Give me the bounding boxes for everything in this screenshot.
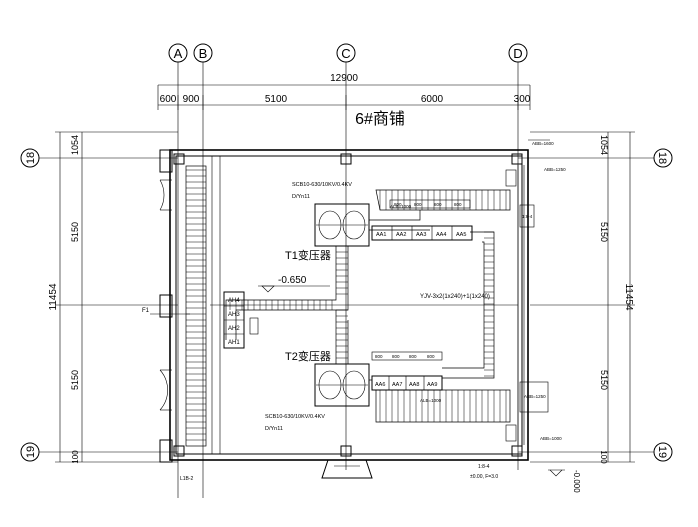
- level-mark: -0.650: [258, 275, 330, 293]
- t1-label: T1变压器: [285, 248, 331, 262]
- dim-seg-5: 300: [514, 94, 531, 105]
- t1-spec: SCB10-630/10KV/0.4KV: [292, 182, 352, 188]
- hv-panel-3: AH2: [228, 326, 240, 332]
- right-dim-2: 5150: [599, 222, 609, 242]
- right-dim-4: 100: [599, 450, 608, 464]
- lv-bottom-small-3: 800: [409, 354, 417, 359]
- bottom-notes: L1B-2 1:8-4 ±0.00, F=3.0 -0.000: [180, 464, 581, 493]
- lv-bottom-3: AA8: [409, 382, 419, 388]
- hv-panel-1: AH4: [228, 298, 240, 304]
- right-label-4: ABB=1000: [540, 436, 562, 441]
- lv-bottom-small-1: 800: [375, 354, 383, 359]
- transformer-t2: T2变压器 SCB10-630/10KV/0.4KV D/Yn11: [265, 349, 370, 432]
- hv-switchgear: AH4 AH3 AH2 AH1: [223, 291, 259, 349]
- right-label-mid: 1:8-4: [522, 214, 533, 219]
- lv-bottom-1: AA6: [375, 382, 385, 388]
- lv-switchgear-bottom: AA6 AA7 AA8 AA9 800 800 800 800: [371, 351, 443, 391]
- lv-switchgear-top: AA1 AA2 AA3 AA4 AA5 800 800 800 800: [371, 199, 473, 241]
- left-cable-tray: [185, 165, 207, 447]
- axis-label-18-left: 18: [25, 152, 37, 164]
- lv-top-1: AA1: [376, 232, 386, 238]
- right-label-2: ABB=1250: [544, 167, 566, 172]
- hv-panel-2: AH3: [228, 312, 240, 318]
- right-label-1: ABB=1600: [532, 141, 554, 146]
- axis-label-d: D: [513, 46, 522, 61]
- overall-width-dim: 12900: [330, 73, 358, 84]
- cable-tray-network: [225, 189, 511, 423]
- axis-label-19-left: 19: [25, 446, 37, 458]
- t1-connection: D/Yn11: [292, 194, 310, 200]
- lv-top-3: AA3: [416, 232, 426, 238]
- building-walls: [159, 149, 529, 479]
- dim-seg-4: 6000: [421, 94, 444, 105]
- axis-label-18-right: 18: [656, 152, 668, 164]
- lv-top-2: AA2: [396, 232, 406, 238]
- left-dim-2: 5150: [70, 222, 80, 242]
- lv-bottom-small-4: 800: [427, 354, 435, 359]
- dim-seg-2: 900: [183, 94, 200, 105]
- left-tray-label-bottom: ALB=1000: [420, 398, 442, 403]
- overall-height-left: 11454: [48, 283, 59, 311]
- lv-top-small-2: 800: [414, 202, 422, 207]
- right-label-3: ABB=1250: [524, 394, 546, 399]
- level-value: -0.650: [278, 275, 307, 286]
- bottom-right-label: 1:8-4: [478, 464, 490, 470]
- axis-label-19-right: 19: [656, 446, 668, 458]
- t2-spec: SCB10-630/10KV/0.4KV: [265, 414, 325, 420]
- lv-bottom-small-2: 800: [392, 354, 400, 359]
- lv-top-5: AA5: [456, 232, 466, 238]
- axis-label-b: B: [199, 46, 208, 61]
- right-side-equipment: ABB=1600 ABB=1250 1:8-4 ABB=1250 ABB=100…: [390, 139, 566, 445]
- hv-panel-4: AH1: [228, 340, 240, 346]
- transformer-t1: SCB10-630/10KV/0.4KV D/Yn11 T1变压器: [285, 182, 370, 262]
- top-dimensions: 12900 600 900 5100 6000 300: [157, 73, 531, 110]
- bottom-left-label: L1B-2: [180, 476, 194, 482]
- bottom-note: ±0.00, F=3.0: [470, 474, 498, 480]
- t2-connection: D/Yn11: [265, 426, 283, 432]
- left-dim-3: 5150: [70, 370, 80, 390]
- drawing-title: 6#商铺: [355, 110, 405, 128]
- lv-top-small-3: 800: [434, 202, 442, 207]
- lv-top-4: AA4: [436, 232, 446, 238]
- axis-label-a: A: [174, 46, 183, 61]
- lv-top-small-1: 800: [394, 202, 402, 207]
- dim-seg-3: 5100: [265, 94, 288, 105]
- axis-label-c: C: [341, 46, 350, 61]
- right-dim-1: 1054: [599, 135, 609, 155]
- left-dim-1: 1054: [70, 135, 80, 155]
- right-grid-dimensions: 18 19 11454 1054 5150 5150 100: [518, 131, 673, 464]
- left-dim-4: 100: [71, 450, 80, 464]
- ground-level-mark: -0.000: [572, 470, 581, 493]
- t2-label: T2变压器: [285, 349, 331, 363]
- cable-note: YJV-3x2(1x240)+1(1x240): [420, 294, 490, 300]
- entry-marker: F1: [142, 308, 190, 315]
- dim-seg-1: 600: [160, 94, 177, 105]
- overall-height-right: 11454: [623, 283, 634, 311]
- lv-top-small-4: 800: [454, 202, 462, 207]
- lv-bottom-2: AA7: [392, 382, 402, 388]
- entry-label: F1: [142, 308, 150, 314]
- lv-bottom-4: AA9: [427, 382, 437, 388]
- left-grid-dimensions: 18 19 11454 1054 5150 5150 100: [20, 131, 178, 464]
- left-tray-label-top: ALB=1000: [390, 204, 412, 209]
- right-dim-3: 5150: [599, 370, 609, 390]
